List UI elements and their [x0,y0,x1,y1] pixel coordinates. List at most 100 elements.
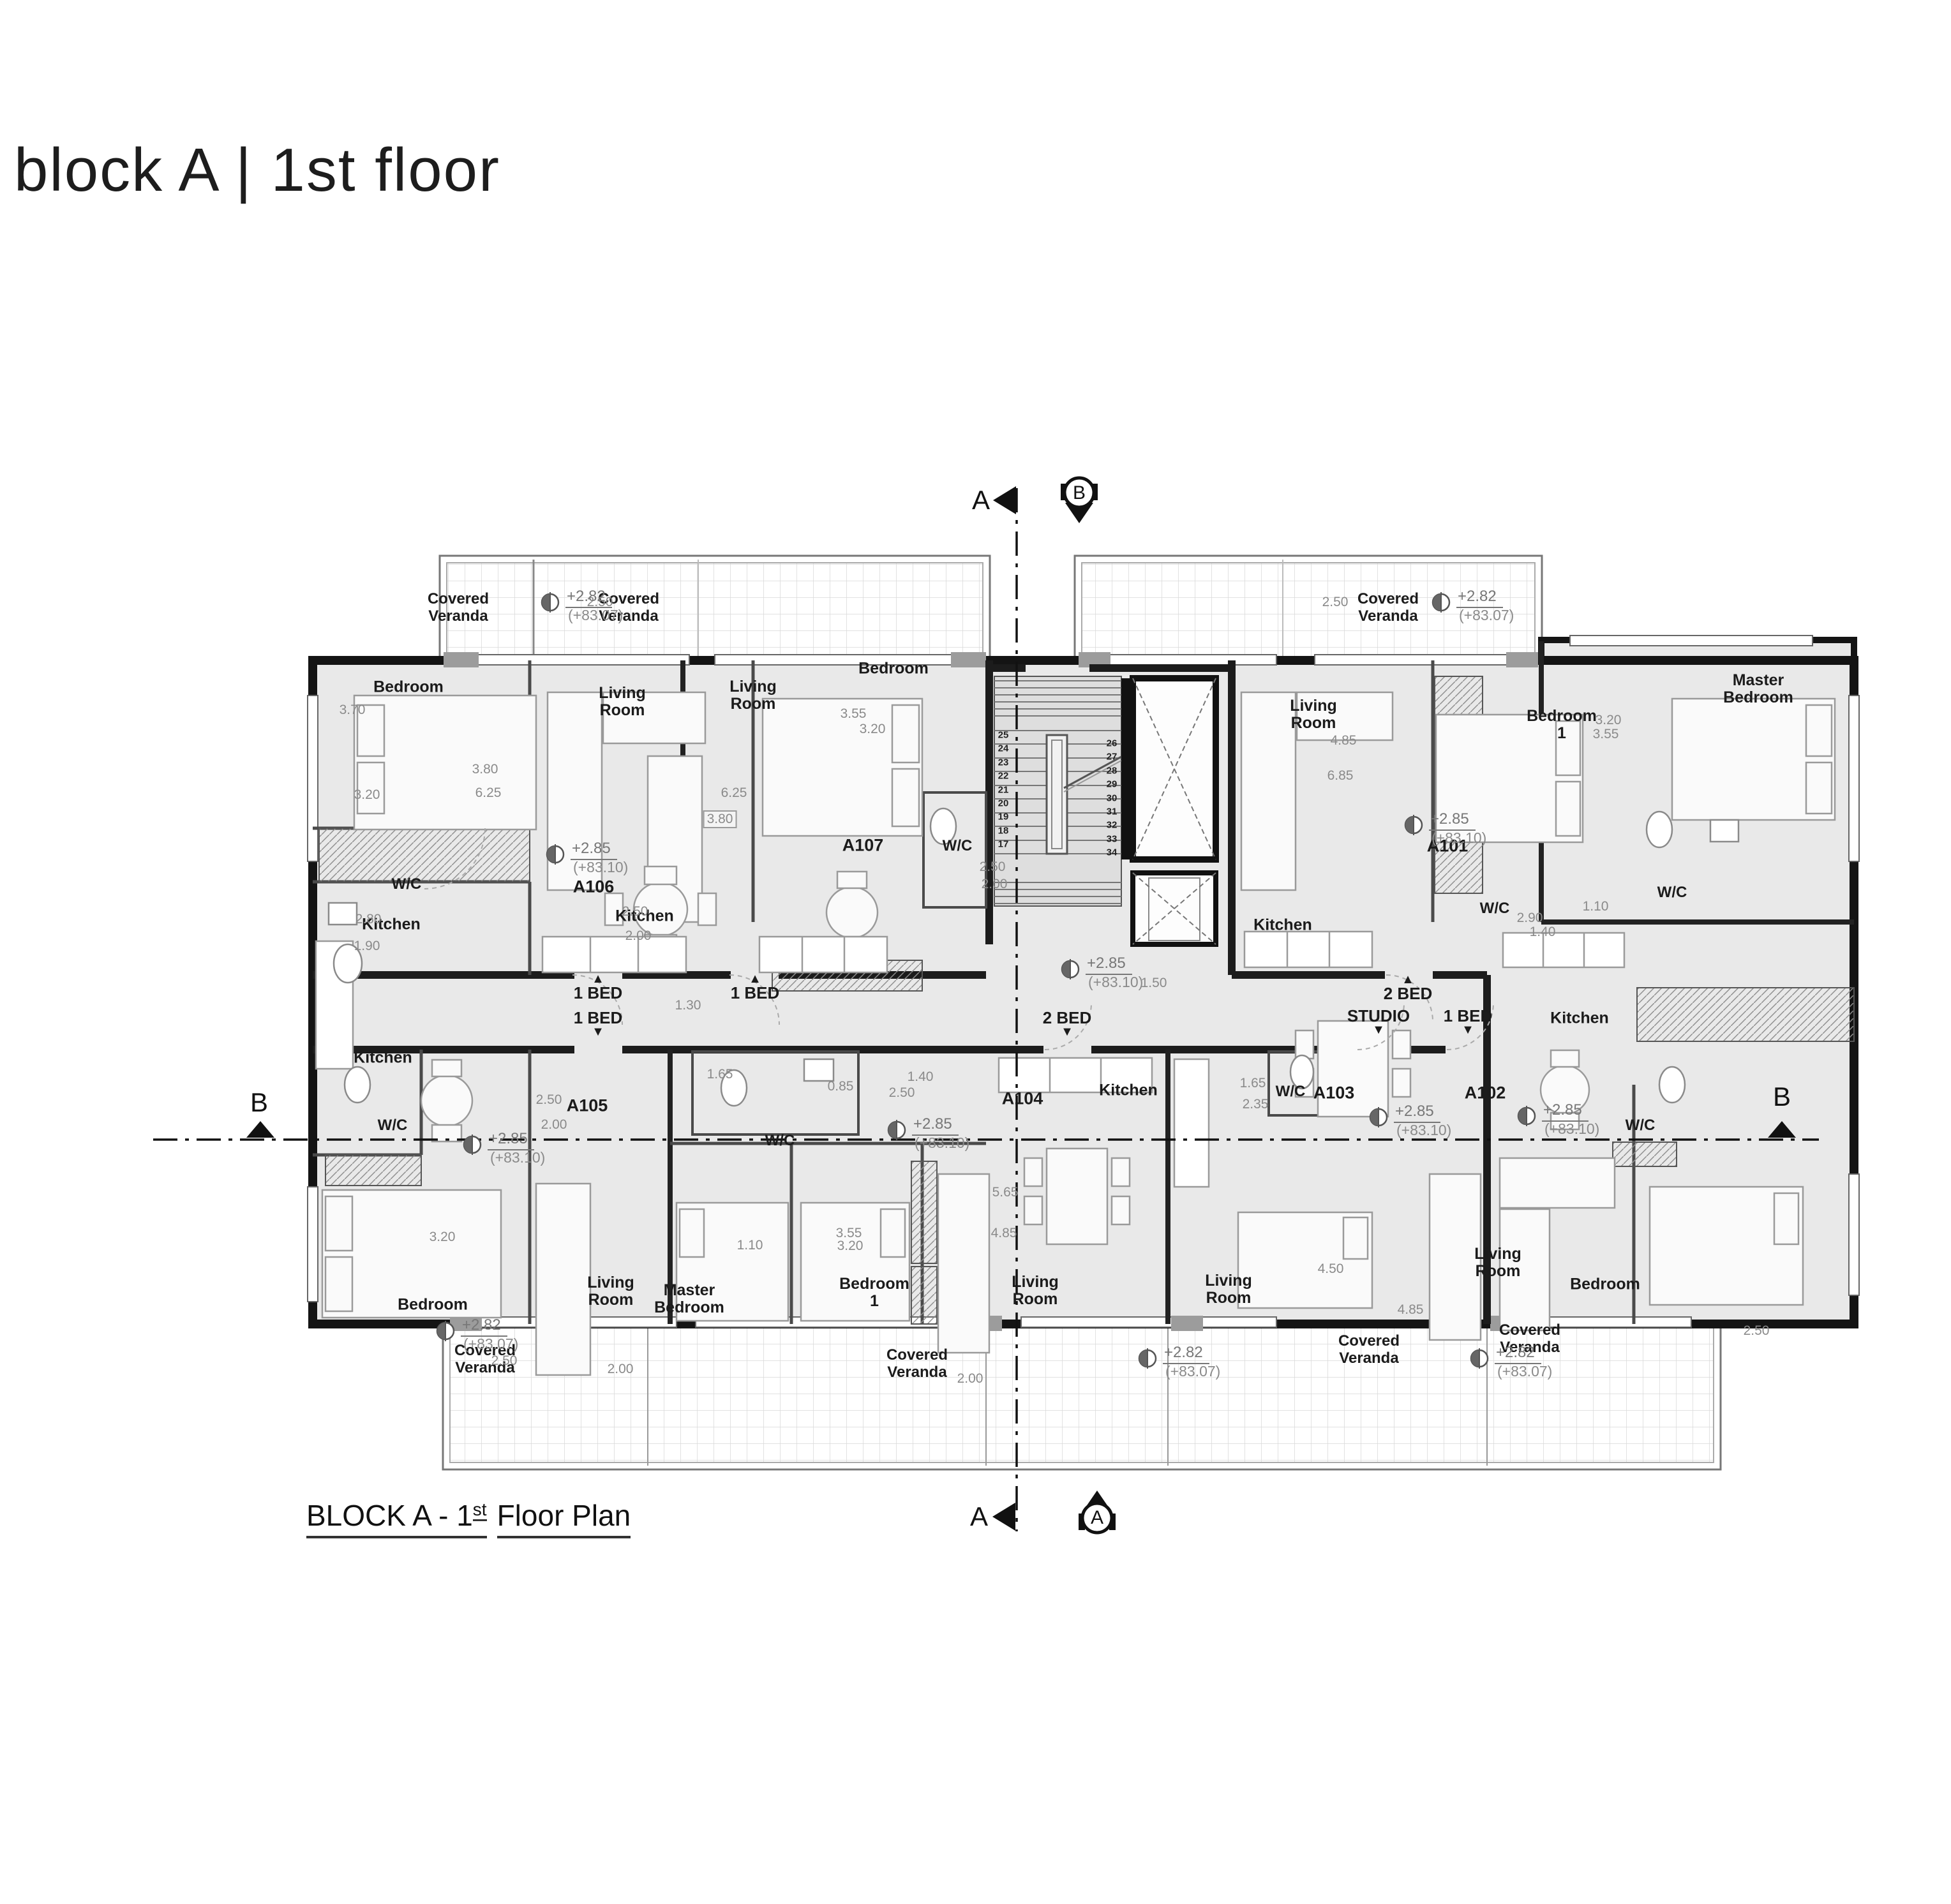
veranda-bottom [442,1319,1722,1471]
elevation-datum: (+83.10) [1431,829,1487,846]
elevation-datum: (+83.10) [1396,1122,1452,1138]
room-label: Kitchen [1099,1081,1158,1099]
apartment-label: A103 [1313,1083,1355,1103]
corridor-unit-label: ▲1 BED [573,972,623,1002]
elevation-datum: (+83.10) [573,859,629,875]
section-a-top: A [971,485,990,515]
dimension-label: 2.50 [491,1353,518,1368]
elevation-datum: (+83.10) [915,1134,970,1151]
stair-tread-number: 30 [1106,792,1118,804]
dimension-label: 3.55 [840,706,867,721]
window-strips [307,635,1860,1328]
dimension-label: 1.40 [907,1069,934,1084]
wc-label: W/C [377,1117,408,1134]
elevation-value: +2.82 [1495,1344,1541,1364]
staircase [994,676,1122,907]
apartment-label: A104 [1001,1089,1043,1108]
bed [321,694,1836,1322]
dimension-label: 3.80 [703,810,737,828]
dimension-label: 2.50 [979,859,1006,874]
caption-main: BLOCK A - 1 [306,1499,473,1532]
elevation-value: +2.82 [461,1316,507,1337]
dimension-label: 3.20 [859,722,886,736]
elevation-value: +2.85 [1429,810,1476,831]
elevation-datum: (+83.10) [1544,1120,1600,1137]
corridor-unit-label: ▲2 BED [1383,972,1433,1003]
stair-tread-number: 26 [1106,738,1118,749]
section-b-right: B [1772,1082,1791,1112]
stair-tread-number: 33 [1106,833,1118,845]
room-label: Kitchen [354,1048,412,1067]
dimension-label: 5.65 [992,1185,1019,1200]
elevation-datum: (+83.07) [1459,607,1514,623]
apartment-label: A102 [1464,1083,1506,1103]
elevation-datum: (+83.07) [568,607,624,623]
stair-tread-number: 23 [998,757,1009,768]
elevation-datum: (+83.07) [463,1335,519,1352]
dimension-label: 1.50 [1140,976,1167,990]
apartment-label: A106 [572,877,615,896]
kitchen-counter [315,930,1626,1188]
dimension-label: 1.40 [1529,925,1556,939]
wc-label: W/C [1625,1117,1656,1134]
elevation-datum: (+83.07) [1165,1363,1221,1380]
dimension-label: 2.50 [587,595,613,609]
room-label: Kitchen [362,915,421,933]
level-icon [541,592,560,613]
level-icon [1061,959,1080,979]
apartment-label: A101 [1426,836,1469,856]
stair-tread-number: 17 [998,838,1009,850]
section-lines [153,488,1819,1531]
elevation-value: +2.85 [1086,955,1132,975]
dimension-label: 2.80 [355,912,382,926]
dimension-label: 2.90 [1516,911,1543,925]
veranda-top-right [1073,554,1543,666]
dimension-label: 1.65 [1239,1076,1266,1090]
elevation-value: +2.85 [488,1130,534,1150]
dimension-label: 1.30 [675,998,701,1013]
level-icon [1517,1106,1536,1126]
dimension-label: 3.55 [1592,727,1619,741]
elevation-value: +2.85 [571,840,617,860]
dimension-label: 2.00 [625,928,652,943]
dimension-label: 3.20 [837,1238,863,1253]
section-b-left: B [250,1087,269,1117]
level-icon [1369,1107,1388,1127]
elevation-value: +2.85 [1542,1101,1588,1122]
dimension-label: 2.35 [1242,1097,1269,1112]
room-label: Kitchen [1253,916,1312,934]
bathroom-fixtures [327,807,1740,1107]
elevator-shaft-2 [1130,870,1218,947]
corridor-unit-label: 1 BED▼ [573,1008,623,1039]
level-icon [887,1120,906,1140]
wc-label: W/C [765,1132,795,1149]
elevation-datum: (+83.07) [1497,1363,1553,1380]
dimension-label: 4.85 [1330,733,1357,748]
section-a-bottom-pin: A [1090,1507,1104,1528]
apartment-label: A107 [842,835,884,855]
elevation-value: +2.82 [1163,1344,1209,1364]
dimension-label: 6.85 [1327,768,1354,783]
level-icon [436,1321,455,1341]
dimension-label: 2.00 [981,877,1008,891]
wc-label: W/C [1275,1083,1306,1100]
dimension-label: 3.70 [339,703,366,717]
corridor-unit-label: 2 BED▼ [1042,1008,1092,1039]
room-label: Bedroom [858,659,929,678]
apartment-label: A105 [566,1096,608,1115]
level-icon [1404,815,1423,835]
level-icon [546,844,565,865]
room-label: Bedroom [1570,1275,1640,1293]
dimension-label: 4.50 [1317,1261,1344,1276]
